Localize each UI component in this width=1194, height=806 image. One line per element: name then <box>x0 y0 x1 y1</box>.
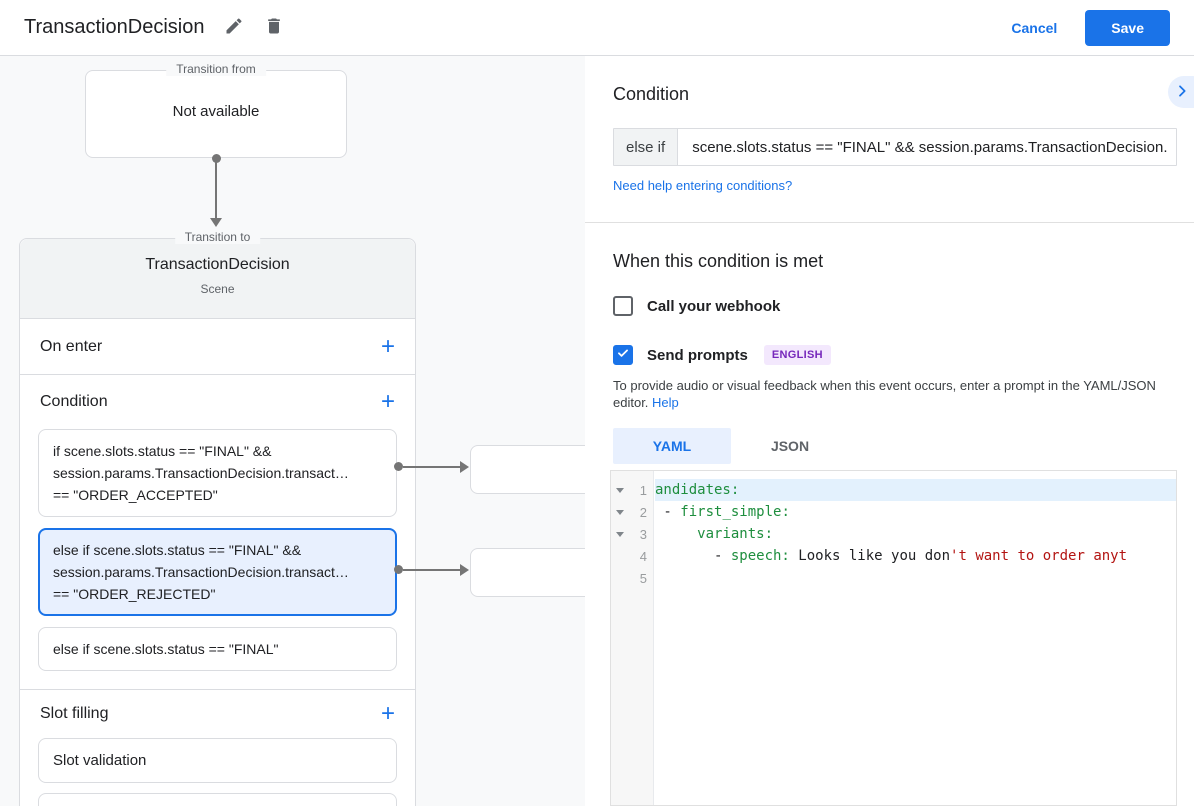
condition-card-list: if scene.slots.status == "FINAL" && sess… <box>20 429 415 671</box>
transition-from-value: Not available <box>172 102 260 120</box>
condition-section: Condition + if scene.slots.status == "FI… <box>20 375 415 690</box>
line-number: 3 <box>611 523 655 545</box>
call-webhook-label: Call your webhook <box>647 297 781 315</box>
arrow-down-icon <box>210 218 222 227</box>
tab-yaml[interactable]: YAML <box>613 428 731 464</box>
chevron-right-icon <box>1174 83 1190 102</box>
code-line-4: 4 - speech: Looks like you don't want to… <box>611 545 1176 567</box>
send-prompts-checkbox[interactable] <box>613 345 633 365</box>
prompt-hint-text: To provide audio or visual feedback when… <box>613 378 1156 410</box>
condition2-connector-line <box>403 569 461 571</box>
condition-help-link[interactable]: Need help entering conditions? <box>613 178 793 193</box>
code-text: variants: <box>697 526 774 542</box>
prompt-hint: To provide audio or visual feedback when… <box>613 377 1171 411</box>
on-enter-section: On enter + <box>20 319 415 375</box>
condition2-out-dot <box>394 565 403 574</box>
slot-card-cutoff[interactable] <box>38 793 397 806</box>
webhook-row: Call your webhook <box>613 296 780 316</box>
on-enter-label: On enter <box>40 337 103 355</box>
send-prompts-row: Send prompts ENGLISH <box>613 345 831 365</box>
arrow-right-icon-1 <box>460 461 469 473</box>
condition-detail-panel: Condition else if Need help entering con… <box>585 56 1194 806</box>
condition-card-1[interactable]: if scene.slots.status == "FINAL" && sess… <box>38 429 397 517</box>
code-text: - speech: Looks like you don't want to o… <box>655 548 1128 564</box>
editor-format-tabs: YAML JSON <box>613 428 849 464</box>
page-title: TransactionDecision <box>24 16 205 38</box>
condition-prefix-label: else if <box>614 129 679 165</box>
condition1-connector-line <box>403 466 461 468</box>
send-prompts-label: Send prompts <box>647 346 748 364</box>
transition-from-legend: Transition from <box>166 62 266 76</box>
topbar: TransactionDecision Cancel Save <box>0 0 1194 56</box>
fold-arrow-icon[interactable] <box>616 488 624 493</box>
connector-dot-top <box>212 154 221 163</box>
condition-section-header: Condition + <box>20 375 415 429</box>
condition-expression-input[interactable] <box>678 129 1176 165</box>
slot-card-list: Slot validation <box>20 738 415 783</box>
fold-arrow-icon[interactable] <box>616 532 624 537</box>
line-number: 1 <box>611 479 655 501</box>
line-number: 4 <box>639 548 647 564</box>
code-text <box>655 567 1176 589</box>
pencil-icon <box>224 16 244 39</box>
transition-to-card: Transition to TransactionDecision Scene … <box>19 230 416 806</box>
trash-icon <box>264 16 284 39</box>
condition-input-group: else if <box>613 128 1177 166</box>
language-badge: ENGLISH <box>763 345 831 365</box>
editor-gutter <box>611 471 654 805</box>
add-slot-button[interactable]: + <box>380 700 395 727</box>
connector-line-down <box>215 162 217 219</box>
slot-filling-section: Slot filling + Slot validation <box>20 690 415 806</box>
transition-target-box-1[interactable] <box>470 445 585 494</box>
line-number: 5 <box>639 570 647 586</box>
hint-help-link[interactable]: Help <box>652 395 679 410</box>
code-line-3: 3 variants: <box>611 523 1176 545</box>
condition-card-2[interactable]: else if scene.slots.status == "FINAL" &&… <box>38 528 397 616</box>
code-line-2: 2 - first_simple: <box>611 501 1176 523</box>
add-on-enter-button[interactable]: + <box>380 332 395 360</box>
line-number: 2 <box>611 501 655 523</box>
arrow-right-icon-2 <box>460 564 469 576</box>
transition-to-legend: Transition to <box>174 230 261 244</box>
cancel-button[interactable]: Cancel <box>1011 19 1058 36</box>
transition-from-box: Transition from Not available <box>85 62 347 158</box>
collapse-panel-button[interactable] <box>1168 76 1194 108</box>
flow-canvas: Transition from Not available Transition… <box>0 56 585 806</box>
check-icon <box>616 346 630 365</box>
when-condition-heading: When this condition is met <box>613 251 824 271</box>
slot-filling-section-header: Slot filling + <box>20 690 415 738</box>
add-condition-button[interactable]: + <box>380 388 395 415</box>
fold-arrow-icon[interactable] <box>616 510 624 515</box>
delete-scene-button[interactable] <box>264 16 284 39</box>
condition-heading: Condition <box>613 84 690 104</box>
scene-subtitle: Scene <box>200 282 235 296</box>
save-button[interactable]: Save <box>1085 9 1170 46</box>
edit-title-button[interactable] <box>224 16 244 39</box>
scene-header[interactable]: TransactionDecision Scene <box>20 239 415 319</box>
slot-filling-label: Slot filling <box>40 705 109 722</box>
scene-title: TransactionDecision <box>145 256 290 273</box>
transition-target-box-2[interactable] <box>470 548 585 597</box>
tab-json[interactable]: JSON <box>770 438 810 454</box>
code-text: andidates: <box>655 479 1176 501</box>
slot-card-1[interactable]: Slot validation <box>38 738 397 783</box>
code-text: - first_simple: <box>655 504 790 520</box>
panel-divider <box>585 222 1194 223</box>
condition1-out-dot <box>394 462 403 471</box>
call-webhook-checkbox[interactable] <box>613 296 633 316</box>
condition-section-label: Condition <box>40 393 108 410</box>
condition-card-3[interactable]: else if scene.slots.status == "FINAL" <box>38 627 397 671</box>
code-line-5: 5 <box>611 567 1176 589</box>
